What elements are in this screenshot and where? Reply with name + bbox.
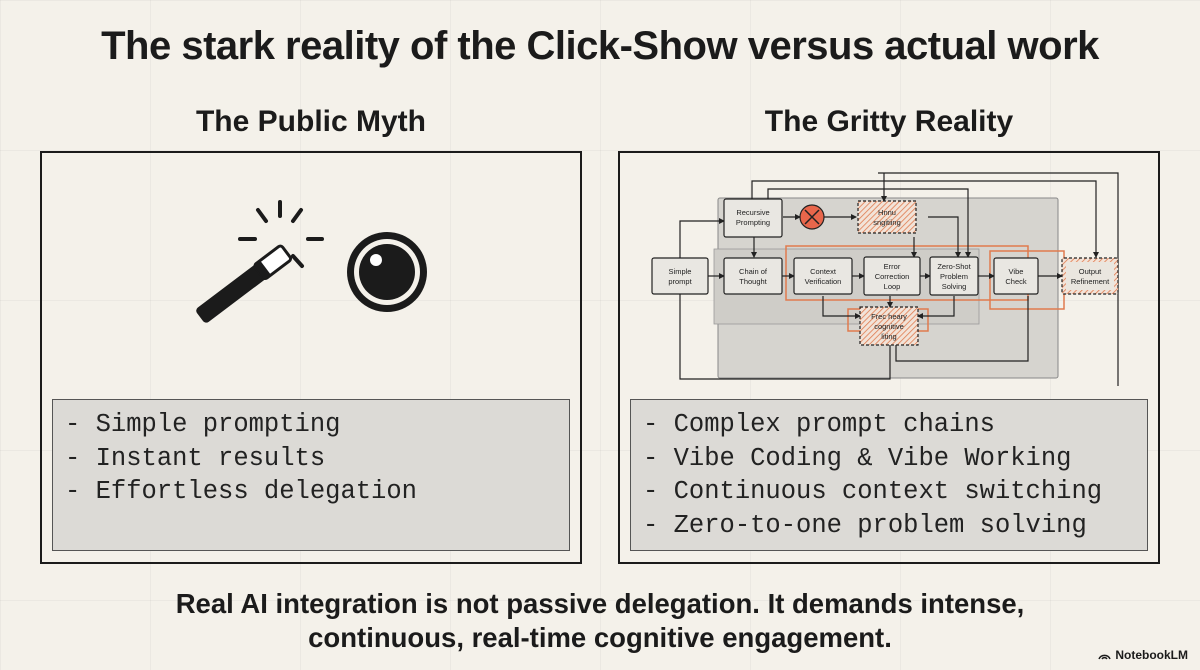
footer-line: continuous, real-time cognitive engageme…	[308, 622, 892, 653]
node-label: Context	[810, 267, 837, 276]
node-label: Loop	[884, 282, 901, 291]
list-item: - Simple prompting	[65, 410, 341, 439]
node-label: cognitive	[874, 322, 904, 331]
brand-mark: NotebookLM	[1098, 648, 1188, 662]
node-vibe-check: Vibe Check	[993, 257, 1039, 295]
node-label: Simple	[669, 267, 692, 276]
myth-list: - Simple prompting - Instant results - E…	[52, 399, 570, 551]
node-label: prompt	[668, 277, 692, 286]
node-label: liting	[881, 332, 896, 341]
node-label: Solving	[942, 282, 967, 291]
myth-panel: - Simple prompting - Instant results - E…	[40, 151, 582, 564]
node-heavy-cognitive-lifting: Frec heary cognitive liting	[859, 306, 919, 346]
node-label: Check	[1005, 277, 1027, 286]
list-item: - Complex prompt chains	[643, 410, 995, 439]
footer-line: Real AI integration is not passive deleg…	[175, 588, 1025, 619]
node-chain-of-thought: Chain of Thought	[723, 257, 783, 295]
notebooklm-logo-icon	[1098, 654, 1112, 660]
node-label: Zero-Shot	[937, 262, 971, 271]
node-label: Chain of	[739, 267, 768, 276]
reality-panel: Simple prompt Recursive Prompting Hnnu s…	[618, 151, 1160, 564]
reality-heading: The Gritty Reality	[764, 105, 1014, 138]
workflow-diagram: Simple prompt Recursive Prompting Hnnu s…	[651, 172, 1119, 386]
magic-wand-icon	[196, 200, 324, 323]
node-label: Refinement	[1071, 277, 1110, 286]
brand-label: NotebookLM	[1115, 648, 1188, 662]
list-item: - Zero-to-one problem solving	[643, 510, 1087, 540]
node-error-correction: Error Correction Loop	[863, 256, 921, 296]
node-label: sngitiing	[873, 218, 901, 227]
node-zero-shot: Zero-Shot Problem Solving	[929, 256, 979, 296]
node-label: Correction	[875, 272, 910, 281]
error-node-icon	[799, 204, 825, 230]
node-label: Output	[1079, 267, 1102, 276]
node-label: Hnnu	[878, 208, 896, 217]
node-hatched-top: Hnnu sngitiing	[857, 200, 917, 234]
node-label: Prompting	[736, 218, 770, 227]
node-label: Vibe	[1009, 267, 1024, 276]
node-context-verification: Context Verification	[793, 257, 853, 295]
list-item: - Instant results	[65, 443, 326, 473]
node-label: Problem	[940, 272, 968, 281]
node-simple-prompt: Simple prompt	[651, 257, 709, 295]
node-output-refinement: Output Refinement	[1061, 257, 1119, 295]
page-title: The stark reality of the Click-Show vers…	[101, 24, 1099, 68]
footer-statement: Real AI integration is not passive deleg…	[0, 587, 1200, 655]
node-recursive-prompting: Recursive Prompting	[723, 198, 783, 238]
node-label: Verification	[805, 277, 842, 286]
myth-heading: The Public Myth	[195, 105, 426, 138]
list-item: - Continuous context switching	[643, 477, 1103, 506]
reality-list: - Complex prompt chains - Vibe Coding & …	[630, 399, 1148, 551]
node-label: Thought	[739, 277, 767, 286]
circle-button-icon	[347, 232, 427, 312]
node-label: Frec heary	[871, 312, 907, 321]
node-label: Recursive	[736, 208, 769, 217]
list-item: - Effortless delegation	[65, 477, 417, 506]
list-item: - Vibe Coding & Vibe Working	[643, 443, 1072, 473]
node-label: Error	[884, 262, 901, 271]
